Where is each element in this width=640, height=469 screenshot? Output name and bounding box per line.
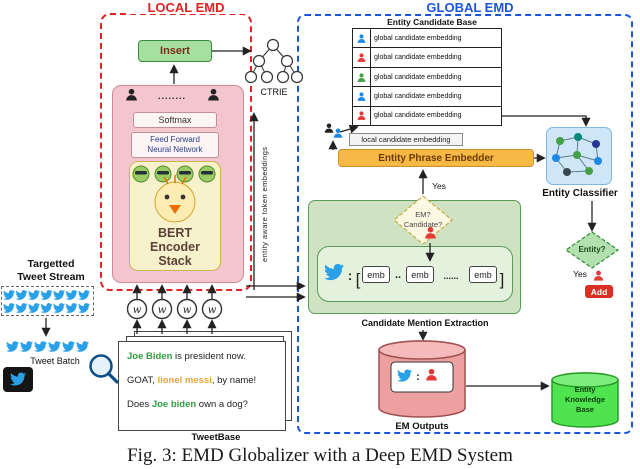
em-candidate-diamond-label: EM? Candidate? xyxy=(403,210,443,229)
ffnn-line1: Feed Forward xyxy=(150,135,200,145)
tweetbase-label: TweetBase xyxy=(191,431,241,443)
entity-mention: lionel messi xyxy=(157,375,212,386)
candidate-row-label: global candidate embedding xyxy=(370,87,501,106)
tweet-line: Joe Biden is president now. xyxy=(127,351,246,362)
targeted-stream-label: Targetted Tweet Stream xyxy=(17,258,85,283)
candidate-row-label: global candidate embedding xyxy=(370,29,501,48)
entity-diamond-label: Entity? xyxy=(578,245,606,254)
tweetbase-page-front: Joe Biden is president now. GOAT, lionel… xyxy=(118,341,286,431)
person-icon xyxy=(353,107,370,125)
candidate-row-label: global candidate embedding xyxy=(370,106,501,126)
entity-classifier-box xyxy=(546,127,612,185)
softmax-box: Softmax xyxy=(133,112,217,128)
ffnn-line2: Neural Network xyxy=(147,145,203,154)
mention-extraction-label: Candidate Mention Extraction xyxy=(361,318,489,328)
candidate-list: global candidate embedding global candid… xyxy=(352,28,502,126)
ctrie-tree xyxy=(244,38,304,84)
candidate-row: global candidate embedding xyxy=(353,67,501,88)
entity-mention: Joe Biden xyxy=(127,351,173,362)
candidate-row: global candidate embedding xyxy=(353,29,501,49)
person-icon xyxy=(353,68,370,86)
person-icon xyxy=(353,29,370,47)
magnifier-icon xyxy=(89,354,119,384)
token-w: w xyxy=(158,305,167,316)
candidate-row-label: global candidate embedding xyxy=(370,67,501,87)
emb-box: emb xyxy=(469,266,497,283)
em-outputs-label: EM Outputs xyxy=(395,420,449,432)
tweet-batch-label: Tweet Batch xyxy=(30,355,80,366)
token-circles: w w w w xyxy=(126,298,223,320)
candidate-row-label: global candidate embedding xyxy=(370,48,501,67)
insert-box: Insert xyxy=(138,40,212,62)
entity-phrase-embedder: Entity Phrase Embedder xyxy=(338,149,534,167)
figure-caption: Fig. 3: EMD Globalizer with a Deep EMD S… xyxy=(127,445,513,466)
tweet-line: GOAT, lionel messi, by name! xyxy=(127,375,257,386)
ctrie-label: CTRIE xyxy=(260,86,288,97)
person-icon xyxy=(353,48,370,66)
candidate-row: global candidate embedding xyxy=(353,87,501,107)
global-emd-title: GLOBAL EMD xyxy=(405,0,535,15)
entity-mention: Joe biden xyxy=(151,399,197,410)
token-embeddings-arrow-label: entity aware token embeddings xyxy=(260,146,269,262)
entity-kb-label: Entity Knowledge Base xyxy=(564,385,605,414)
tweet-line: Does Joe biden own a dog? xyxy=(127,399,248,410)
entity-candidate-base-title: Entity Candidate Base xyxy=(387,16,477,27)
local-emd-title: LOCAL EMD xyxy=(126,0,246,15)
ffnn-box: Feed Forward Neural Network xyxy=(131,132,219,158)
candidate-row: global candidate embedding xyxy=(353,48,501,68)
bert-label: BERT Encoder Stack xyxy=(149,226,200,268)
token-w: w xyxy=(183,305,192,316)
candidate-row: global candidate embedding xyxy=(353,106,501,126)
emb-box: emb xyxy=(406,266,434,283)
tweet-black-box xyxy=(3,367,33,392)
tweet-stream-window xyxy=(1,286,94,316)
local-candidate-label: local candidate embedding xyxy=(349,133,463,146)
global-emd-region xyxy=(297,14,633,434)
emb-box: emb xyxy=(362,266,390,283)
yes-label: Yes xyxy=(432,180,446,191)
add-box: Add xyxy=(585,285,613,298)
token-w: w xyxy=(133,305,142,316)
token-w: w xyxy=(208,305,217,316)
entity-classifier-label: Entity Classifier xyxy=(542,188,618,199)
local-emd-region xyxy=(100,13,252,291)
person-icon xyxy=(353,87,370,105)
yes-label: Yes xyxy=(573,268,587,279)
